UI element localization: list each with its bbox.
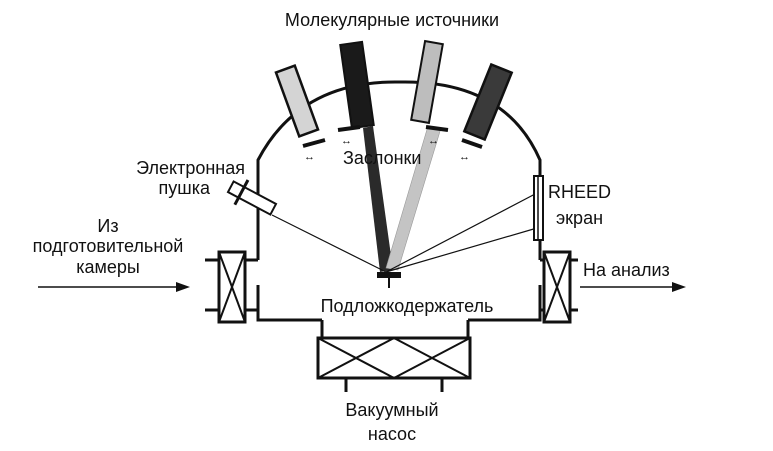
arrow-out-icon xyxy=(580,282,686,292)
svg-text:↔: ↔ xyxy=(341,135,352,147)
shutter-1: ↔ xyxy=(302,138,326,163)
label-rheed-line2: экран xyxy=(556,208,603,228)
shutter-2: ↔ xyxy=(337,125,361,147)
gate-valve-left xyxy=(205,250,258,324)
substrate-holder xyxy=(377,272,401,288)
label-molecular-sources: Молекулярные источники xyxy=(285,10,499,30)
svg-text:↔: ↔ xyxy=(304,151,315,163)
rheed-ray-lower xyxy=(385,227,538,273)
vacuum-pump-icon xyxy=(316,336,472,392)
label-pump-line2: насос xyxy=(368,424,416,444)
molecular-beam-dark xyxy=(363,126,393,272)
label-from-line2: подготовительной xyxy=(33,236,184,256)
molecular-source-1 xyxy=(274,64,320,138)
label-electron-gun-line2: пушка xyxy=(159,178,211,198)
svg-text:↔: ↔ xyxy=(459,151,470,163)
molecular-source-3 xyxy=(410,39,444,125)
label-rheed-line1: RHEED xyxy=(548,182,611,202)
label-electron-gun-line1: Электронная xyxy=(136,158,245,178)
label-from-line3: камеры xyxy=(76,257,140,277)
label-from-line1: Из xyxy=(97,216,118,236)
electron-gun-icon xyxy=(226,179,278,216)
gate-valve-right xyxy=(540,250,578,324)
pump-neck xyxy=(320,320,470,338)
chamber-wall xyxy=(256,80,542,322)
label-substrate-holder: Подложкодержатель xyxy=(321,296,494,316)
shutter-3: ↔ xyxy=(425,125,449,147)
electron-beam-line xyxy=(271,214,387,273)
arrow-in-icon xyxy=(38,282,190,292)
molecular-source-4 xyxy=(462,62,514,142)
label-pump-line1: Вакуумный xyxy=(345,400,438,420)
shutter-4: ↔ xyxy=(459,138,483,163)
svg-text:↔: ↔ xyxy=(428,135,439,147)
molecular-source-2 xyxy=(339,40,375,130)
rheed-ray-upper xyxy=(385,192,538,273)
rheed-screen-icon xyxy=(533,175,544,241)
label-to-analysis: На анализ xyxy=(583,260,670,280)
label-shutters: Заслонки xyxy=(343,148,421,168)
